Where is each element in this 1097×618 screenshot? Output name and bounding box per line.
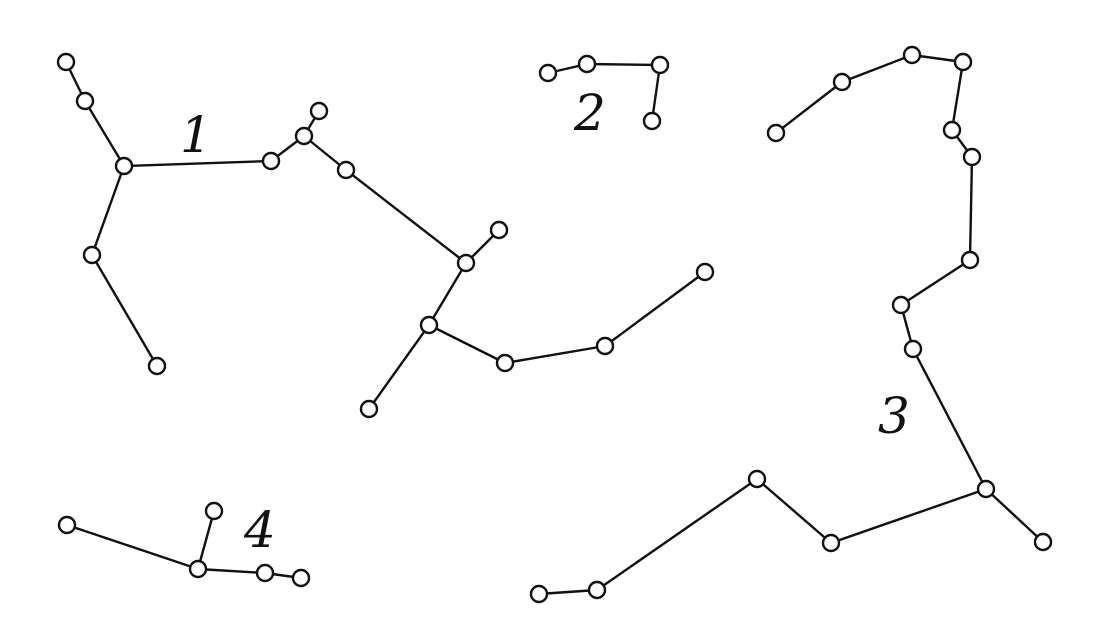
- tree-3-node: [953, 52, 973, 72]
- tree-4-node: [204, 501, 224, 521]
- tree-1-node: [456, 253, 476, 273]
- tree-1-node: [359, 399, 379, 419]
- tree-1-node: [56, 52, 76, 72]
- tree-3-edge: [537, 588, 599, 596]
- tree-1-node: [82, 245, 102, 265]
- tree-3-node: [747, 469, 767, 489]
- tree-3-node: [821, 533, 841, 553]
- tree-4-edge: [196, 567, 267, 575]
- tree-3-edge: [968, 155, 974, 262]
- tree-1-edge: [344, 168, 468, 265]
- tree-3-edge: [984, 487, 1045, 544]
- tree-3-node: [976, 479, 996, 499]
- tree-3-node: [587, 580, 607, 600]
- tree-1-edge: [83, 99, 126, 168]
- tree-3-label: 3: [878, 387, 910, 445]
- tree-1-label: 1: [180, 106, 212, 164]
- tree-1-node: [309, 101, 329, 121]
- tree-4-node: [188, 559, 208, 579]
- tree-3-node: [1033, 532, 1053, 552]
- tree-4-node: [291, 568, 311, 588]
- tree-3-edge: [595, 477, 759, 592]
- tree-1-node: [695, 262, 715, 282]
- tree-2-label: 2: [573, 84, 606, 142]
- tree-2-edge: [650, 63, 662, 123]
- tree-3-edge: [829, 487, 988, 545]
- tree-1-edge: [90, 164, 126, 257]
- tree-1-edge: [427, 261, 468, 327]
- tree-1-node: [75, 91, 95, 111]
- tree-2-node: [538, 63, 558, 83]
- tree-1-node: [147, 356, 167, 376]
- tree-3-edge: [911, 347, 988, 491]
- tree-1-edge: [367, 323, 431, 411]
- tree-1-node: [261, 151, 281, 171]
- tree-2-node: [642, 111, 662, 131]
- tree-1-node: [294, 126, 314, 146]
- tree-3-node: [766, 123, 786, 143]
- tree-3-edge: [840, 53, 914, 84]
- tree-3-node: [832, 72, 852, 92]
- tree-3-node: [891, 295, 911, 315]
- tree-1-edge: [122, 159, 273, 168]
- nodes-layer: [56, 45, 1053, 604]
- tree-3-node: [902, 45, 922, 65]
- tree-2-node: [577, 54, 597, 74]
- tree-4-node: [255, 563, 275, 583]
- tree-1-edge: [503, 344, 607, 365]
- tree-4-edge: [65, 523, 200, 571]
- tree-3-edge: [774, 80, 844, 135]
- tree-3-node: [962, 147, 982, 167]
- tree-4-edge: [196, 509, 216, 571]
- labels-layer: 1 2 3 4: [180, 84, 910, 559]
- tree-1-node: [419, 315, 439, 335]
- tree-3-edge: [950, 60, 965, 132]
- tree-1-node: [595, 336, 615, 356]
- tree-1-edge: [90, 253, 159, 368]
- tree-1-node: [495, 353, 515, 373]
- tree-4-node: [57, 515, 77, 535]
- tree-3-node: [942, 120, 962, 140]
- tree-1-edge: [603, 270, 707, 348]
- tree-1-node: [114, 156, 134, 176]
- tree-2-node: [650, 55, 670, 75]
- tree-3-edge: [755, 477, 833, 545]
- tree-3-edge: [899, 258, 972, 307]
- tree-3-node: [960, 250, 980, 270]
- tree-3-node: [903, 339, 923, 359]
- tree-1-node: [336, 160, 356, 180]
- tree-2-edge: [585, 62, 662, 67]
- tree-1-node: [489, 220, 509, 240]
- tree-3-node: [529, 584, 549, 604]
- tree-4-label: 4: [243, 501, 276, 559]
- tree-1-edge: [427, 323, 507, 365]
